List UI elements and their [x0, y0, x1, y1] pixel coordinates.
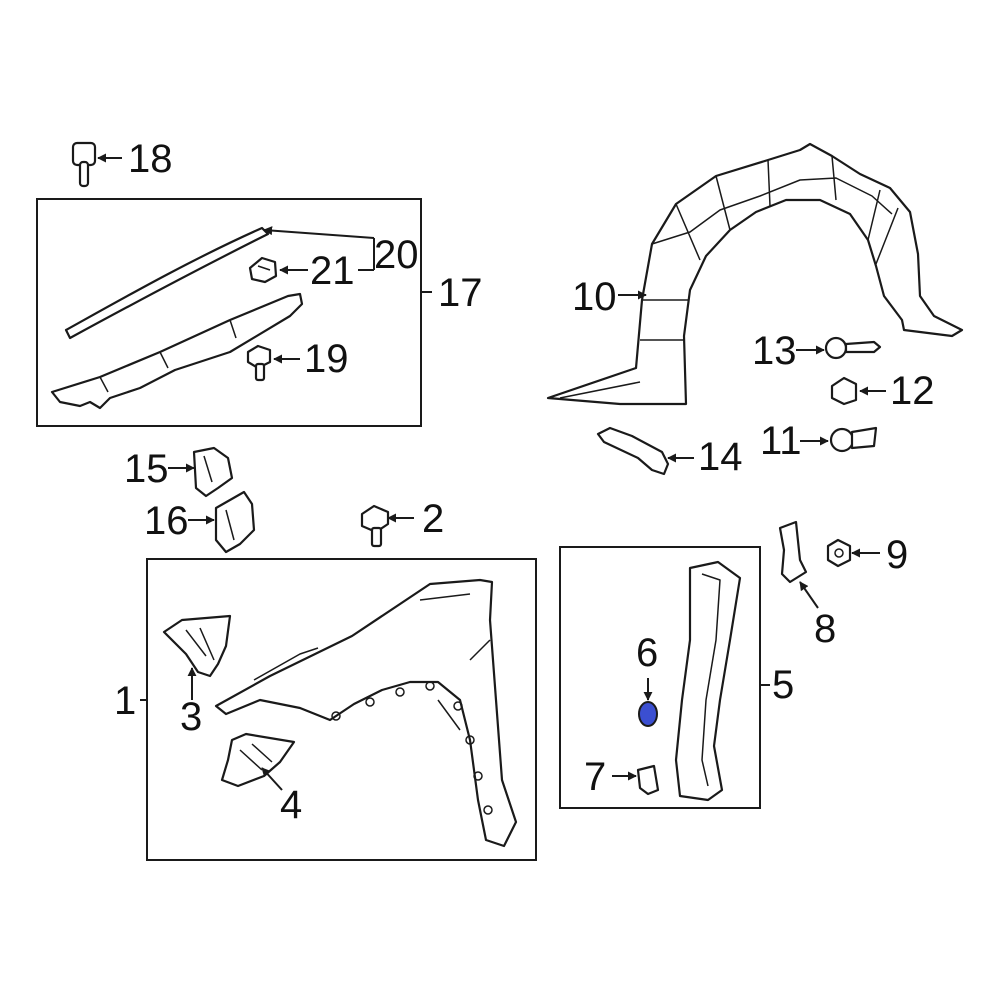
callout-9: 9: [886, 533, 908, 577]
part-8-bracket[interactable]: [778, 520, 808, 584]
part-14-bracket[interactable]: [596, 426, 670, 476]
part-11-clip[interactable]: [829, 426, 878, 453]
callout-16: 16: [144, 499, 189, 543]
group-box-5: [559, 546, 761, 809]
part-17-molding[interactable]: [50, 292, 304, 410]
callout-17: 17: [438, 271, 483, 315]
part-13-screw[interactable]: [824, 336, 882, 360]
part-1-fender[interactable]: [214, 578, 518, 848]
callout-6: 6: [636, 631, 658, 675]
callout-4: 4: [280, 783, 302, 827]
part-6-plug[interactable]: [638, 701, 658, 727]
callout-13: 13: [752, 329, 797, 373]
callout-10: 10: [572, 275, 617, 319]
callout-8: 8: [814, 607, 836, 651]
callout-2: 2: [422, 497, 444, 541]
part-2-bolt[interactable]: [360, 504, 390, 548]
callout-12: 12: [890, 369, 935, 413]
callout-19: 19: [304, 337, 349, 381]
part-10-fender-liner[interactable]: [546, 142, 964, 406]
part-4-bracket[interactable]: [220, 732, 296, 788]
part-12-clip[interactable]: [830, 376, 858, 406]
part-19-bolt[interactable]: [246, 344, 272, 382]
callout-11: 11: [760, 419, 802, 463]
callout-18: 18: [128, 137, 173, 181]
callout-21: 21: [310, 249, 355, 293]
part-16-bracket[interactable]: [214, 490, 256, 554]
part-21-clip[interactable]: [248, 256, 278, 284]
callout-1: 1: [114, 679, 136, 723]
part-3-bracket[interactable]: [162, 614, 232, 678]
group-box-17: [36, 198, 422, 427]
callout-labels: 18 20 21 17 19 10 13 12 11 14 15 16 2 1 …: [114, 137, 935, 827]
callout-14: 14: [698, 435, 743, 479]
callout-7: 7: [584, 755, 606, 799]
callout-20: 20: [374, 233, 419, 277]
group-box-1: [146, 558, 537, 861]
part-7-pad[interactable]: [636, 764, 660, 796]
callout-15: 15: [124, 447, 169, 491]
part-9-nut[interactable]: [826, 538, 852, 568]
part-5-seal[interactable]: [674, 560, 742, 802]
callout-5: 5: [772, 663, 794, 707]
part-15-bracket[interactable]: [192, 446, 234, 498]
leader-lines: [97, 153, 886, 791]
part-18-clip[interactable]: [71, 141, 97, 188]
callout-3: 3: [180, 695, 202, 739]
